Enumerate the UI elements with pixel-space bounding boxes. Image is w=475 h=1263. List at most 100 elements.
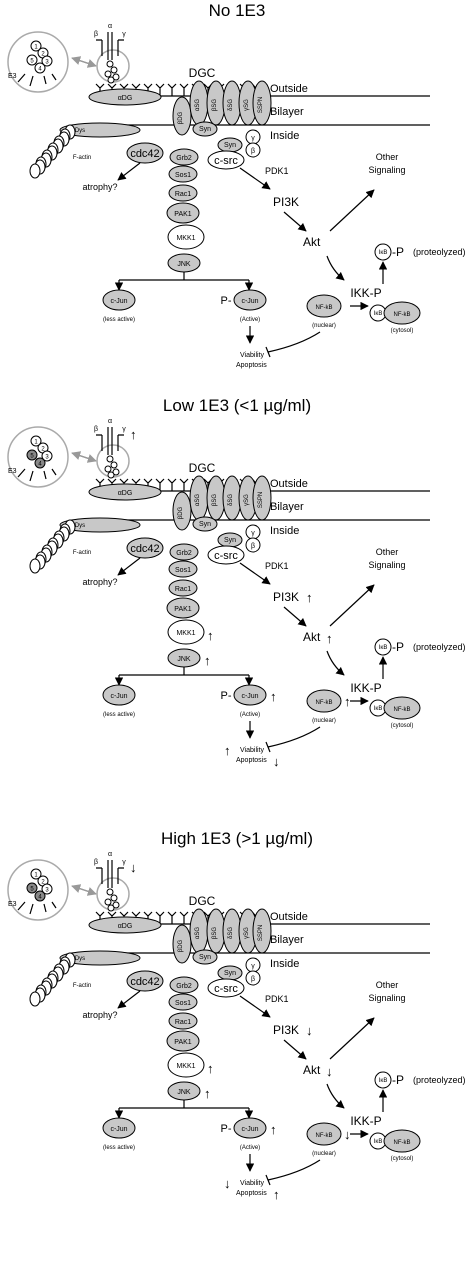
ikkp-label: IKK-P bbox=[350, 1114, 381, 1128]
e3-inset-branches bbox=[17, 73, 57, 87]
alpha-sg-label: αSG bbox=[195, 494, 201, 506]
rac1-label: Rac1 bbox=[175, 191, 191, 198]
nfkb-cytosol-label: NF-kB bbox=[394, 707, 411, 713]
other-signaling-line2: Signaling bbox=[368, 165, 405, 175]
pi3k-to-akt-arrow bbox=[283, 606, 307, 627]
grb2-node bbox=[169, 148, 199, 166]
ikbp-suffix-label: -P bbox=[392, 245, 404, 259]
apoptosis-change-arrow: ↓ bbox=[273, 754, 280, 769]
syn-label-upper: Syn bbox=[199, 954, 211, 961]
e3-domain-number: 3 bbox=[45, 60, 49, 66]
gamma-subunit-label: γ bbox=[251, 530, 255, 537]
alpha-dg-label: αDG bbox=[118, 95, 133, 102]
ikb-cytosol-label: IκB bbox=[374, 706, 383, 712]
other-signaling-line2: Signaling bbox=[368, 560, 405, 570]
cytosol-label: (cytosol) bbox=[391, 723, 414, 729]
ikbp-suffix-label: -P bbox=[392, 640, 404, 654]
gamma-sg-label: γSG bbox=[244, 99, 250, 111]
bilayer-label: Bilayer bbox=[270, 934, 304, 946]
alpha-sg-label: αSG bbox=[195, 927, 201, 939]
pdk1-label: PDK1 bbox=[265, 166, 289, 176]
syn-node-upper bbox=[192, 949, 218, 965]
gamma-subunit-label: γ bbox=[251, 135, 255, 142]
cjun-active-node bbox=[233, 289, 267, 311]
alpha-dg-node bbox=[88, 88, 162, 106]
active-label: (Active) bbox=[240, 317, 260, 323]
cjun-active-label: c-Jun bbox=[241, 1126, 258, 1133]
pak1-label: PAK1 bbox=[174, 1039, 191, 1046]
nfkb-cytosol-label: NF-kB bbox=[394, 312, 411, 318]
cjun-inactive-label: c-Jun bbox=[110, 693, 127, 700]
other-signaling-line1: Other bbox=[376, 152, 399, 162]
mkk1-node bbox=[167, 619, 205, 645]
jnk-branch-lines bbox=[119, 1100, 249, 1109]
atrophy-label: atrophy? bbox=[82, 182, 117, 192]
grb2-label: Grb2 bbox=[176, 550, 192, 557]
c-src-node bbox=[207, 545, 245, 565]
sspn-label: SSPN bbox=[258, 925, 264, 941]
panel-3: High 1E3 (>1 µg/ml)12345E3βαγ↓OutsideBil… bbox=[7, 829, 466, 1202]
grb2-node bbox=[169, 976, 199, 994]
receptor-bead bbox=[104, 70, 112, 78]
beta-dg-node bbox=[172, 924, 192, 964]
pak1-label: PAK1 bbox=[174, 606, 191, 613]
f-actin-label: F-actin bbox=[73, 983, 91, 989]
pak1-node bbox=[166, 1030, 200, 1052]
jnk-change-arrow: ↑ bbox=[204, 653, 211, 668]
cdc42-to-atrophy-arrow bbox=[117, 162, 141, 181]
e3-domain bbox=[34, 890, 46, 902]
mkk1-label: MKK1 bbox=[176, 630, 195, 637]
gamma-subunit-label: γ bbox=[251, 963, 255, 970]
delta-sg-label: δSG bbox=[228, 927, 234, 939]
receptor-stalks bbox=[96, 427, 124, 455]
outside-label: Outside bbox=[270, 911, 308, 923]
gamma-label: γ bbox=[122, 859, 126, 866]
sos1-node bbox=[168, 165, 198, 183]
cdc42-node bbox=[126, 537, 164, 559]
beta-subunit-label: β bbox=[251, 543, 255, 550]
jnk-branch-lines bbox=[119, 667, 249, 676]
apoptosis-label: Apoptosis bbox=[236, 757, 267, 764]
syn-label-lower: Syn bbox=[224, 537, 236, 544]
pcjun-change-arrow: ↑ bbox=[270, 689, 277, 704]
pi3k-to-akt-arrow bbox=[283, 1039, 307, 1060]
rac1-node bbox=[168, 579, 198, 597]
inside-label: Inside bbox=[270, 958, 299, 970]
syn-label-lower: Syn bbox=[224, 142, 236, 149]
pak1-node bbox=[166, 202, 200, 224]
alpha-sg-label: αSG bbox=[195, 99, 201, 111]
c-src-label: c-src bbox=[214, 155, 238, 167]
phospho-label: P- bbox=[221, 690, 232, 702]
cjun-active-node bbox=[233, 1117, 267, 1139]
dgc-label: DGC bbox=[189, 66, 216, 80]
ikbp-suffix-label: -P bbox=[392, 1073, 404, 1087]
panel-title: Low 1E3 (<1 µg/ml) bbox=[163, 396, 311, 415]
c-src-node bbox=[207, 150, 245, 170]
receptor-bead bbox=[106, 60, 114, 68]
cdc42-label: cdc42 bbox=[130, 543, 159, 555]
dys-label: Dys bbox=[75, 128, 85, 134]
cjun-inactive-label: c-Jun bbox=[110, 298, 127, 305]
jnk-branch-lines bbox=[119, 272, 249, 281]
ikbp-circle bbox=[374, 638, 392, 656]
syn-label-upper: Syn bbox=[199, 126, 211, 133]
e3-domain-number: 4 bbox=[38, 895, 42, 901]
beta-subunit-circle bbox=[245, 537, 261, 553]
alpha-dg-node bbox=[88, 916, 162, 934]
sos1-node bbox=[168, 993, 198, 1011]
mkk1-node bbox=[167, 1052, 205, 1078]
sspn-node bbox=[252, 908, 272, 954]
beta-subunit-circle bbox=[245, 142, 261, 158]
beta-subunit-label: β bbox=[251, 976, 255, 983]
panel-title: High 1E3 (>1 µg/ml) bbox=[161, 829, 313, 848]
cjun-inactive-label: c-Jun bbox=[110, 1126, 127, 1133]
e3-label: E3 bbox=[8, 468, 17, 475]
ikbp-ikb-label: IκB bbox=[379, 1078, 388, 1084]
cjun-active-label: c-Jun bbox=[241, 298, 258, 305]
akt-to-ikk-arrow bbox=[326, 650, 345, 676]
cjun-inactive-node bbox=[102, 1117, 136, 1139]
pak1-node bbox=[166, 597, 200, 619]
pdk1-label: PDK1 bbox=[265, 561, 289, 571]
sspn-label: SSPN bbox=[258, 97, 264, 113]
dgc-label: DGC bbox=[189, 461, 216, 475]
